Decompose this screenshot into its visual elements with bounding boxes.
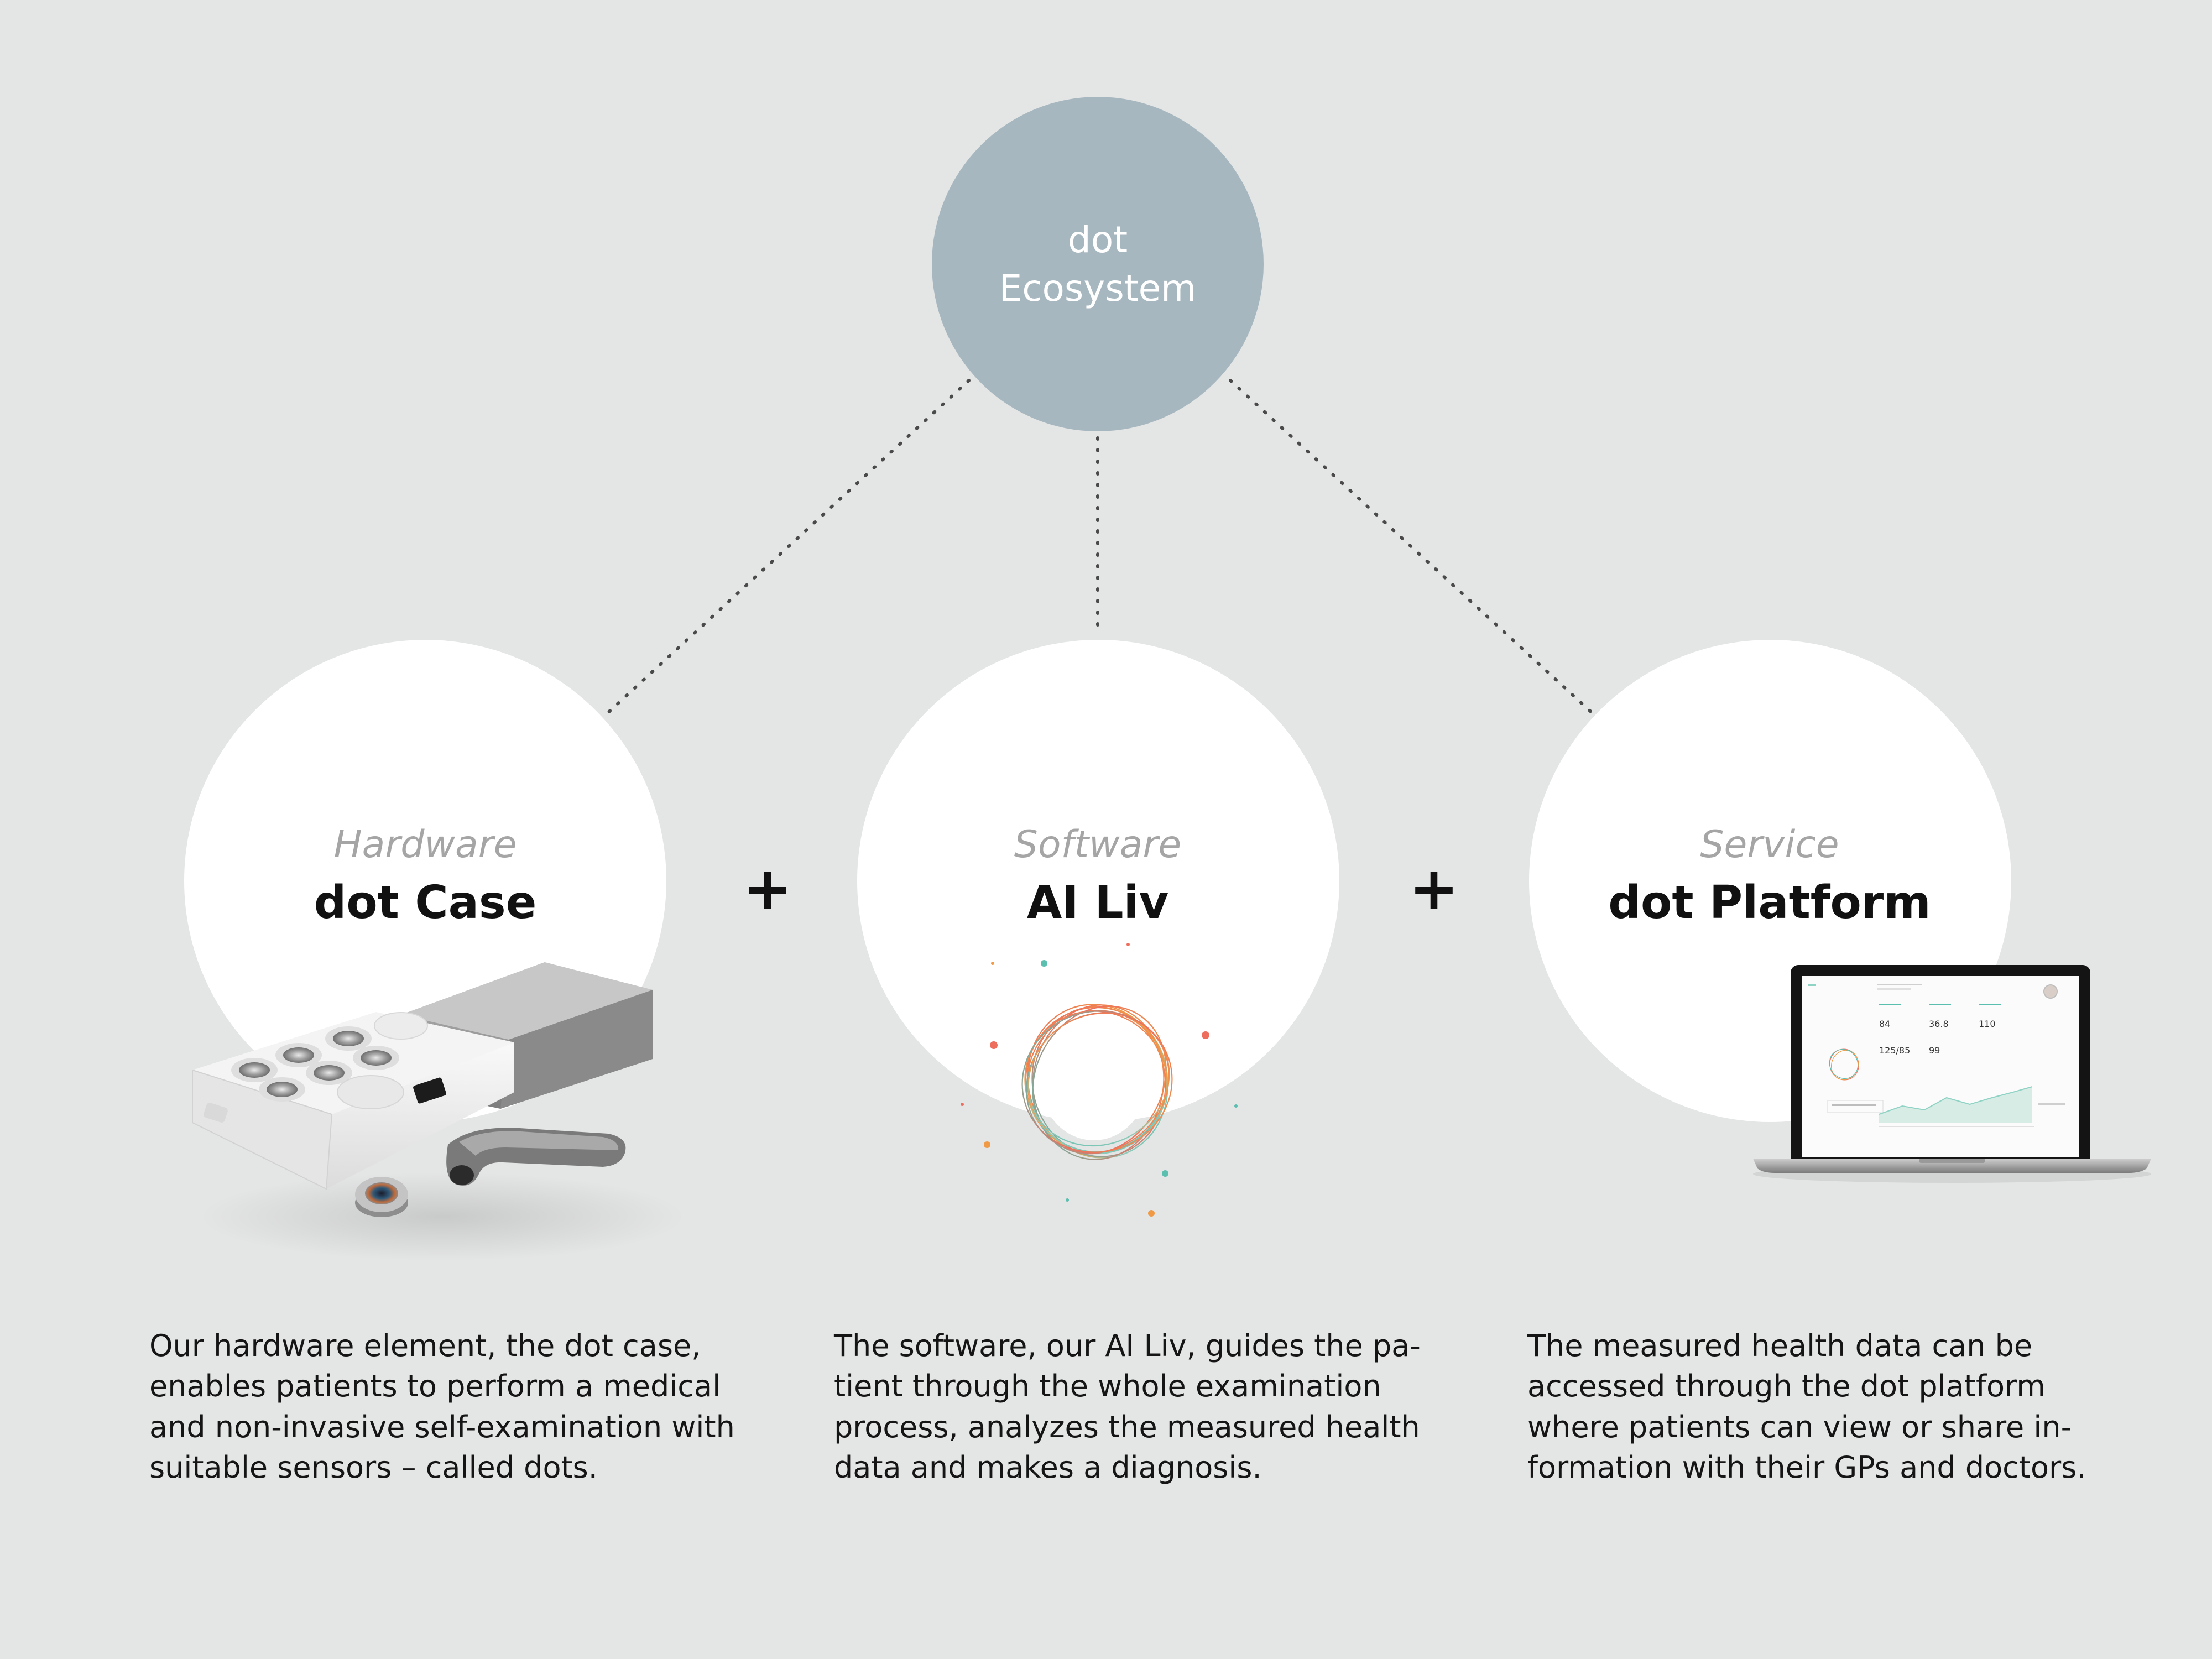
hardware-description-line: Our hardware element, the dot case,: [149, 1328, 701, 1363]
hardware-category-label: Hardware: [333, 823, 517, 867]
svg-text:125/85: 125/85: [1879, 1045, 1910, 1056]
connector-line-hardware: [606, 379, 971, 715]
hub-line-2: Ecosystem: [999, 267, 1197, 310]
software-description: The software, our AI Liv, guides the pa-…: [834, 1326, 1421, 1488]
service-description: The measured health data can be accessed…: [1527, 1326, 2114, 1488]
svg-text:36.8: 36.8: [1929, 1019, 1949, 1029]
service-description-line: The measured health data can be: [1527, 1328, 2033, 1363]
hardware-description: Our hardware element, the dot case, enab…: [149, 1326, 735, 1488]
hub-line-1: dot: [1067, 218, 1128, 262]
software-description-line: process, analyzes the measured health: [834, 1409, 1420, 1444]
ai-liv-orb-icon: [961, 943, 1238, 1217]
connector-line-service: [1229, 379, 1594, 715]
dot-case-device-icon: [192, 962, 686, 1261]
hardware-description-line: suitable sensors – called dots.: [149, 1450, 598, 1485]
plus-sign-2: +: [1408, 854, 1459, 924]
service-description-line: where patients can view or share in-: [1527, 1409, 2072, 1444]
software-description-line: The software, our AI Liv, guides the pa-: [834, 1328, 1421, 1363]
service-description-line: formation with their GPs and doctors.: [1527, 1450, 2086, 1485]
laptop-dashboard-icon: 84 36.8 110 125/85 99: [1753, 965, 2151, 1183]
svg-text:99: 99: [1929, 1045, 1940, 1056]
hardware-title: dot Case: [314, 877, 537, 929]
software-description-line: tient through the whole examination: [834, 1369, 1381, 1404]
hardware-description-line: and non-invasive self-examination with: [149, 1409, 735, 1444]
service-category-label: Service: [1700, 823, 1839, 867]
hardware-description-line: enables patients to perform a medical: [149, 1369, 721, 1404]
ecosystem-hub: dot Ecosystem: [932, 97, 1264, 431]
service-description-line: accessed through the dot platform: [1527, 1369, 2046, 1404]
svg-text:110: 110: [1979, 1019, 1996, 1029]
software-title: AI Liv: [1026, 877, 1169, 929]
service-title: dot Platform: [1608, 877, 1931, 929]
svg-text:84: 84: [1879, 1019, 1890, 1029]
software-description-line: data and makes a diagnosis.: [834, 1450, 1262, 1485]
plus-sign-1: +: [742, 854, 793, 924]
software-category-label: Software: [1014, 823, 1182, 867]
